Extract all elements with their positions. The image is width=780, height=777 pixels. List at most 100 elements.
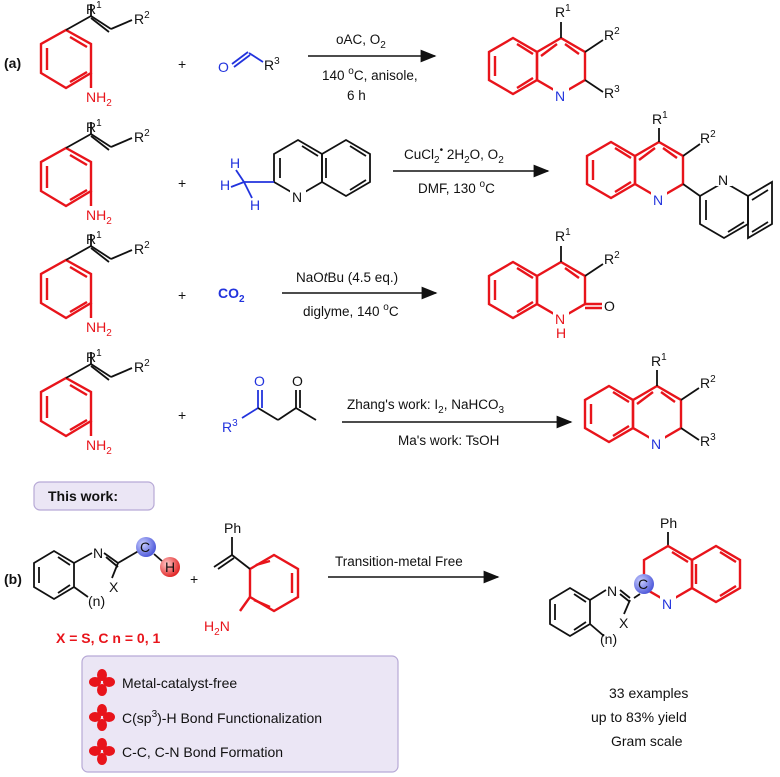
- svg-text:O: O: [604, 298, 615, 314]
- svg-text:N: N: [653, 192, 663, 208]
- svg-text:N: N: [555, 311, 565, 327]
- svg-text:NH2: NH2: [86, 437, 112, 457]
- svg-text:X: X: [109, 579, 119, 595]
- svg-text:R2: R2: [134, 240, 150, 257]
- feature-item-2: C(sp3)-H Bond Functionalization: [89, 704, 322, 731]
- plus-2: +: [178, 175, 186, 191]
- svg-text:R1: R1: [86, 348, 102, 365]
- svg-text:N: N: [607, 583, 617, 599]
- svg-text:H: H: [220, 177, 230, 193]
- svg-text:oAC, O2: oAC, O2: [336, 32, 386, 51]
- svg-text:X: X: [619, 615, 629, 631]
- svg-text:Ma's work: TsOH: Ma's work: TsOH: [398, 433, 499, 448]
- aminostyrene-row1: R1 R2 NH2: [39, 0, 150, 109]
- quinoline-product-1: N R1 R2 R3: [487, 3, 620, 104]
- svg-text:N: N: [651, 436, 661, 452]
- svg-text:R1: R1: [86, 230, 102, 247]
- svg-text:R2: R2: [604, 250, 620, 267]
- methylquinoline: N H H H: [220, 138, 371, 213]
- aminostyrene-row3: R1 R2 NH2: [39, 230, 150, 339]
- svg-text:H: H: [165, 559, 175, 575]
- examples-count: 33 examples: [609, 685, 688, 701]
- svg-text:R3: R3: [222, 418, 238, 435]
- svg-text:Ph: Ph: [224, 520, 241, 536]
- svg-text:H: H: [250, 197, 260, 213]
- svg-text:R1: R1: [555, 227, 571, 244]
- svg-text:H: H: [230, 155, 240, 171]
- svg-text:Ph: Ph: [660, 515, 677, 531]
- aldehyde: O R3: [218, 51, 280, 75]
- heteroarene-substrate: N X (n) C H: [33, 537, 180, 609]
- svg-text:R2: R2: [134, 128, 150, 145]
- aminostyrene-row4: R1 R2 NH2: [39, 348, 150, 457]
- scope-text: X = S, C n = 0, 1: [56, 630, 160, 646]
- svg-text:NH2: NH2: [86, 89, 112, 109]
- svg-text:NH2: NH2: [86, 319, 112, 339]
- yield-text: up to 83% yield: [591, 709, 687, 725]
- svg-text:C: C: [638, 576, 648, 592]
- svg-text:N: N: [292, 189, 302, 205]
- svg-text:Metal-catalyst-free: Metal-catalyst-free: [122, 675, 237, 691]
- svg-text:NaOtBu (4.5 eq.): NaOtBu (4.5 eq.): [296, 270, 398, 285]
- svg-text:C(sp3)-H Bond Functionalizati: C(sp3)-H Bond Functionalization: [122, 709, 322, 726]
- quinoline-product-4: N R1 R2 R3: [583, 352, 716, 452]
- svg-text:Zhang's work: I2, NaHCO3: Zhang's work: I2, NaHCO3: [347, 397, 504, 416]
- carbon-sphere: [136, 537, 156, 557]
- svg-text:6 h: 6 h: [347, 88, 366, 103]
- co2-reagent: CO2: [218, 285, 245, 305]
- svg-text:R2: R2: [134, 10, 150, 27]
- svg-text:R2: R2: [700, 129, 716, 146]
- orbital-icon: [89, 669, 115, 696]
- plus-3: +: [178, 287, 186, 303]
- svg-text:R3: R3: [604, 84, 620, 101]
- svg-text:R1: R1: [651, 352, 667, 369]
- svg-text:N: N: [555, 88, 565, 104]
- svg-text:O: O: [292, 373, 303, 389]
- orbital-icon: [89, 738, 115, 765]
- feature-box: [81, 655, 399, 773]
- this-work-label: This work:: [48, 488, 118, 504]
- part-a-label: (a): [4, 55, 21, 71]
- svg-text:DMF, 130 oC: DMF, 130 oC: [418, 179, 495, 196]
- svg-text:CuCl2• 2H2O, O2: CuCl2• 2H2O, O2: [404, 145, 504, 166]
- svg-text:C-C, C-N Bond Formation: C-C, C-N Bond Formation: [122, 744, 283, 760]
- quinolinone-product: N H O R1 R2: [487, 227, 620, 341]
- svg-text:N: N: [718, 172, 728, 188]
- svg-text:R1: R1: [555, 3, 571, 20]
- svg-text:R1: R1: [86, 0, 102, 17]
- svg-text:R2: R2: [604, 26, 620, 43]
- svg-text:R3: R3: [700, 432, 716, 449]
- diketone: O O R3: [222, 373, 317, 435]
- svg-text:diglyme, 140 oC: diglyme, 140 oC: [303, 302, 399, 319]
- plus-1: +: [178, 56, 186, 72]
- phenyl-vinylaniline: Ph H2N: [204, 520, 300, 638]
- plus-5: +: [190, 571, 198, 587]
- svg-text:C: C: [140, 539, 150, 555]
- svg-text:H: H: [556, 325, 566, 341]
- scale-text: Gram scale: [611, 733, 683, 749]
- svg-text:NH2: NH2: [86, 207, 112, 227]
- svg-text:O: O: [218, 59, 229, 75]
- svg-text:(n): (n): [600, 631, 617, 647]
- svg-text:R3: R3: [264, 56, 280, 73]
- svg-text:O: O: [254, 373, 265, 389]
- feature-item-3: C-C, C-N Bond Formation: [89, 738, 283, 765]
- biquinoline-product: N N R1 R2: [585, 110, 773, 240]
- svg-text:N: N: [662, 596, 672, 612]
- part-b-label: (b): [4, 571, 22, 587]
- svg-text:R1: R1: [86, 118, 102, 135]
- svg-text:(n): (n): [88, 593, 105, 609]
- svg-text:H2N: H2N: [204, 618, 230, 638]
- feature-item-1: Metal-catalyst-free: [89, 669, 237, 696]
- hydrogen-sphere: [160, 557, 180, 577]
- svg-text:R2: R2: [134, 358, 150, 375]
- orbital-icon: [89, 704, 115, 731]
- svg-text:R2: R2: [700, 374, 716, 391]
- product-b: N X (n) C N Ph: [549, 515, 742, 647]
- this-work-box: [33, 481, 155, 511]
- aminostyrene-row2: R1 R2 NH2: [39, 118, 150, 227]
- plus-4: +: [178, 407, 186, 423]
- svg-text:140 oC, anisole,: 140 oC, anisole,: [322, 66, 418, 83]
- svg-text:N: N: [93, 545, 103, 561]
